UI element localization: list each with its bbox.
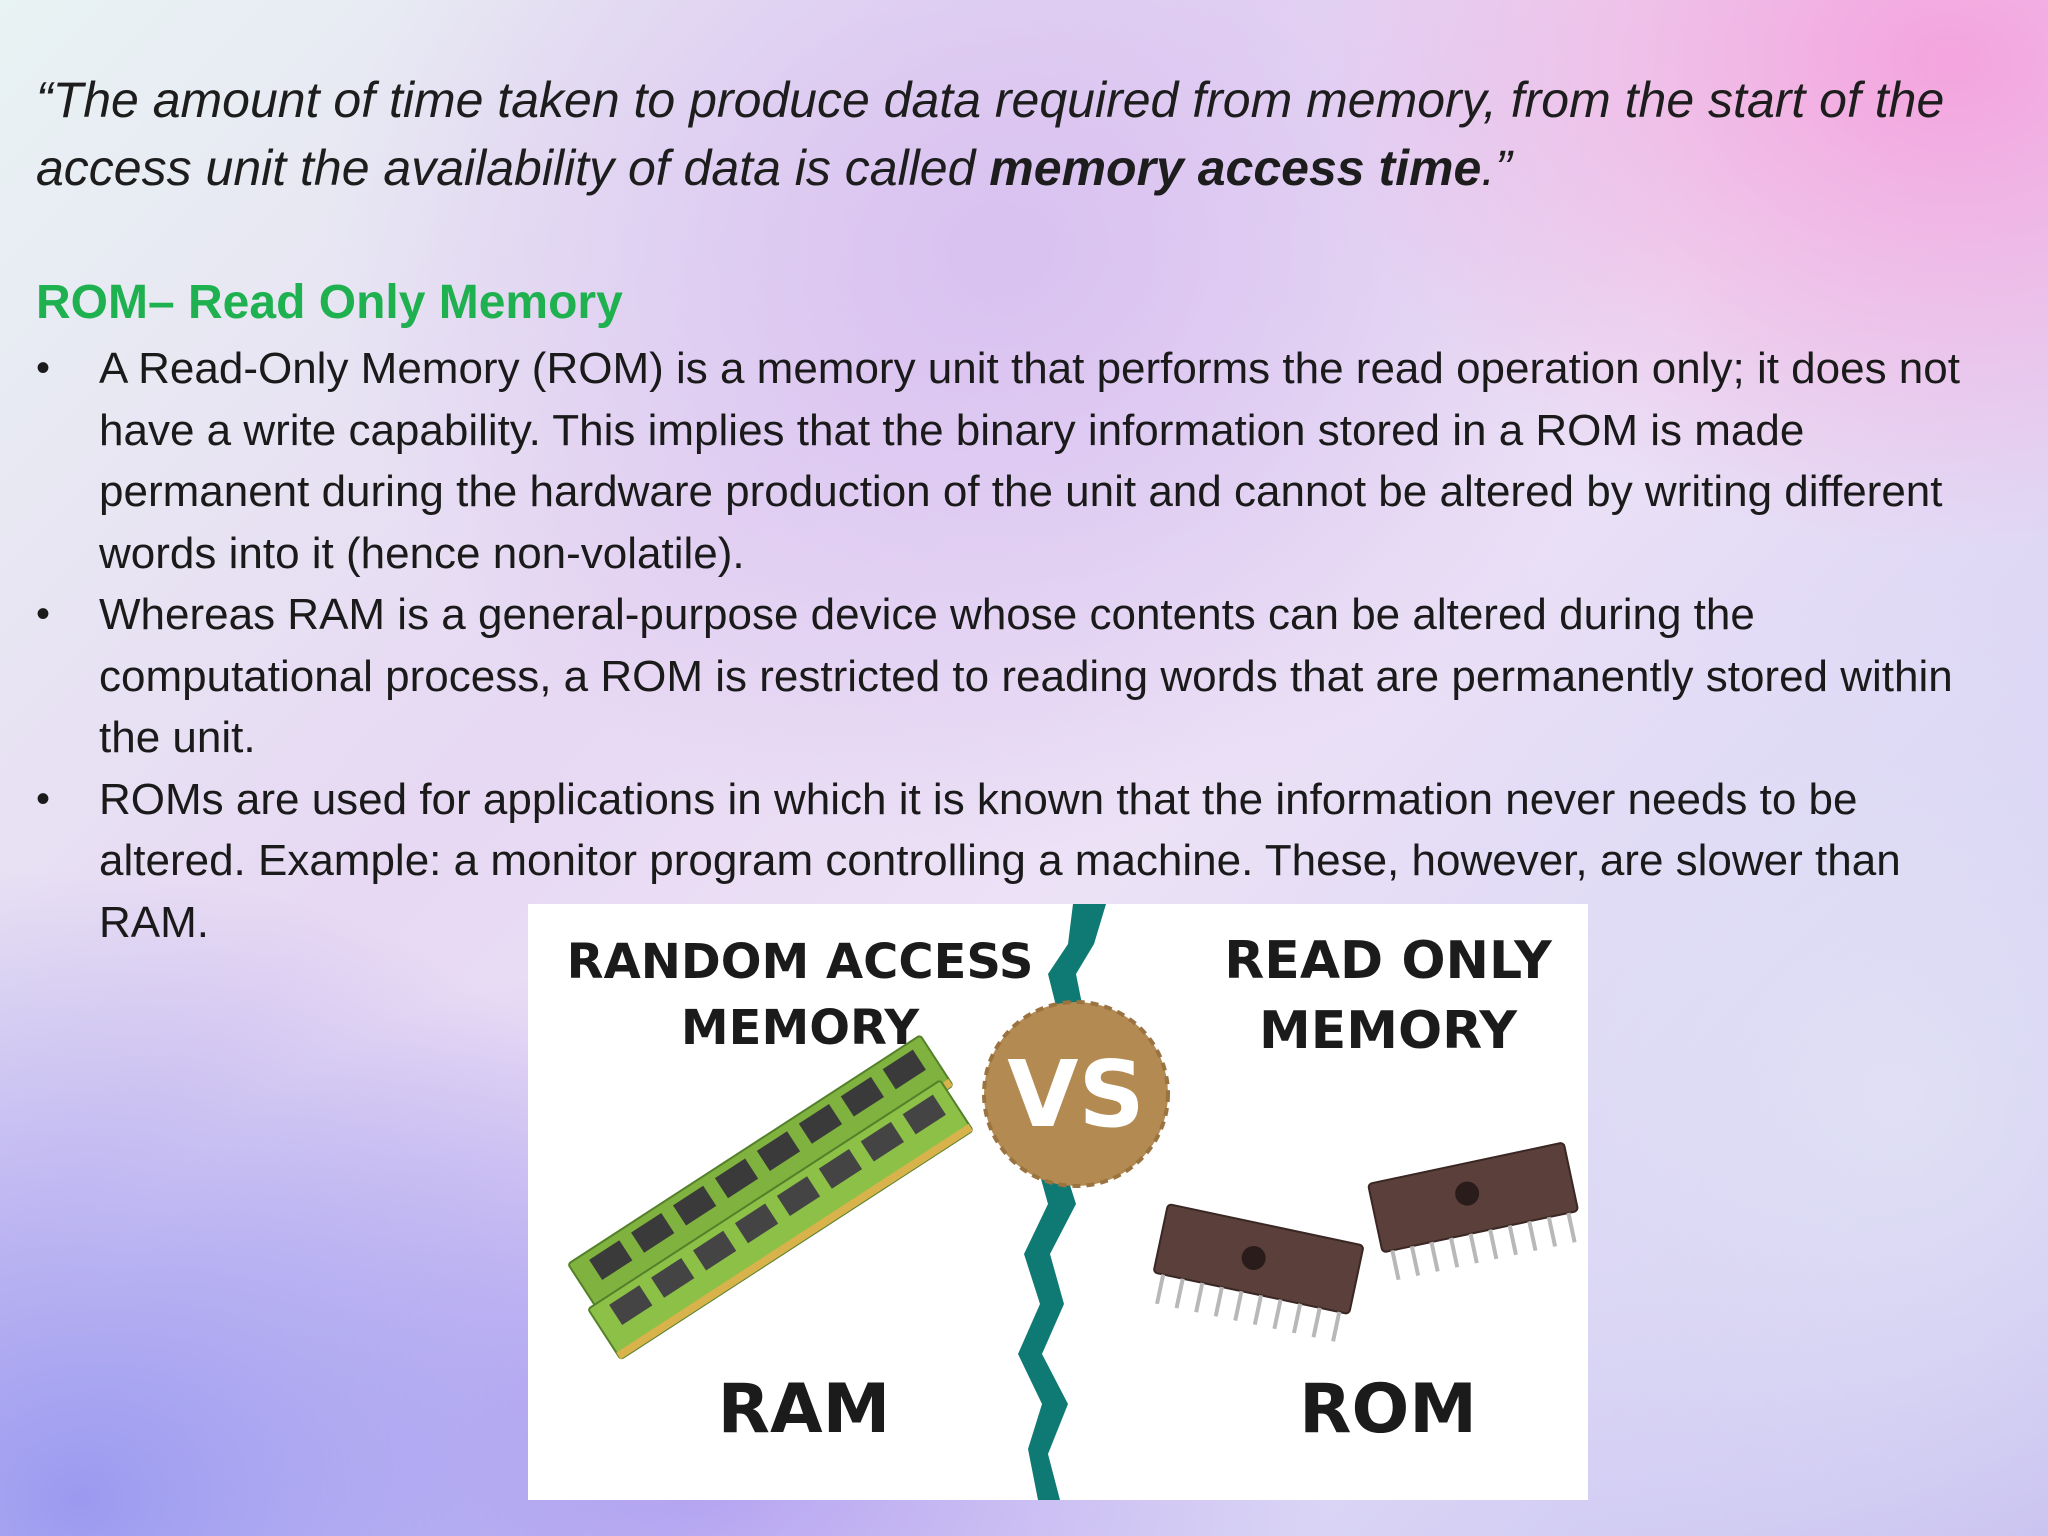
vs-label: VS	[1007, 1041, 1144, 1148]
bullet-list: • A Read-Only Memory (ROM) is a memory u…	[36, 338, 2006, 953]
bullet-dot: •	[36, 776, 51, 821]
bullet-item: • ROMs are used for applications in whic…	[36, 769, 2006, 954]
bullet-text: A Read-Only Memory (ROM) is a memory uni…	[99, 344, 1960, 578]
left-title-line1: RANDOM ACCESS	[567, 934, 1034, 990]
right-title-line1: READ ONLY	[1224, 931, 1553, 991]
bullet-text: ROMs are used for applications in which …	[99, 774, 1901, 947]
quote-bold-term: memory access time	[989, 140, 1482, 196]
divider-crack	[1018, 904, 1106, 1500]
quote-open-mark: “	[36, 72, 53, 128]
rom-chips-icon	[1153, 1142, 1579, 1342]
vs-circle-edge	[982, 1000, 1170, 1188]
bullet-item: • Whereas RAM is a general-purpose devic…	[36, 584, 2006, 769]
ram-vs-rom-illustration: VS RANDOM ACCESS MEMORY READ ONLY MEMORY	[567, 904, 1579, 1500]
ram-modules-icon	[568, 1035, 973, 1360]
quote-close: .”	[1481, 140, 1512, 196]
left-title-line2: MEMORY	[681, 1000, 920, 1056]
bullet-text: Whereas RAM is a general-purpose device …	[99, 590, 1953, 762]
ram-caption: RAM	[718, 1370, 891, 1449]
vs-circle	[984, 1002, 1168, 1186]
right-title-line2: MEMORY	[1259, 1001, 1518, 1061]
bullet-dot: •	[36, 346, 51, 390]
quote-body: The amount of time taken to produce data…	[36, 72, 1945, 196]
ram-vs-rom-image: VS RANDOM ACCESS MEMORY READ ONLY MEMORY	[528, 904, 1588, 1500]
section-heading: ROM– Read Only Memory	[36, 276, 623, 329]
rom-caption: ROM	[1299, 1370, 1477, 1449]
bullet-item: • A Read-Only Memory (ROM) is a memory u…	[36, 338, 2006, 584]
bullet-dot: •	[36, 592, 51, 636]
quote-text: “The amount of time taken to produce dat…	[36, 66, 1996, 202]
